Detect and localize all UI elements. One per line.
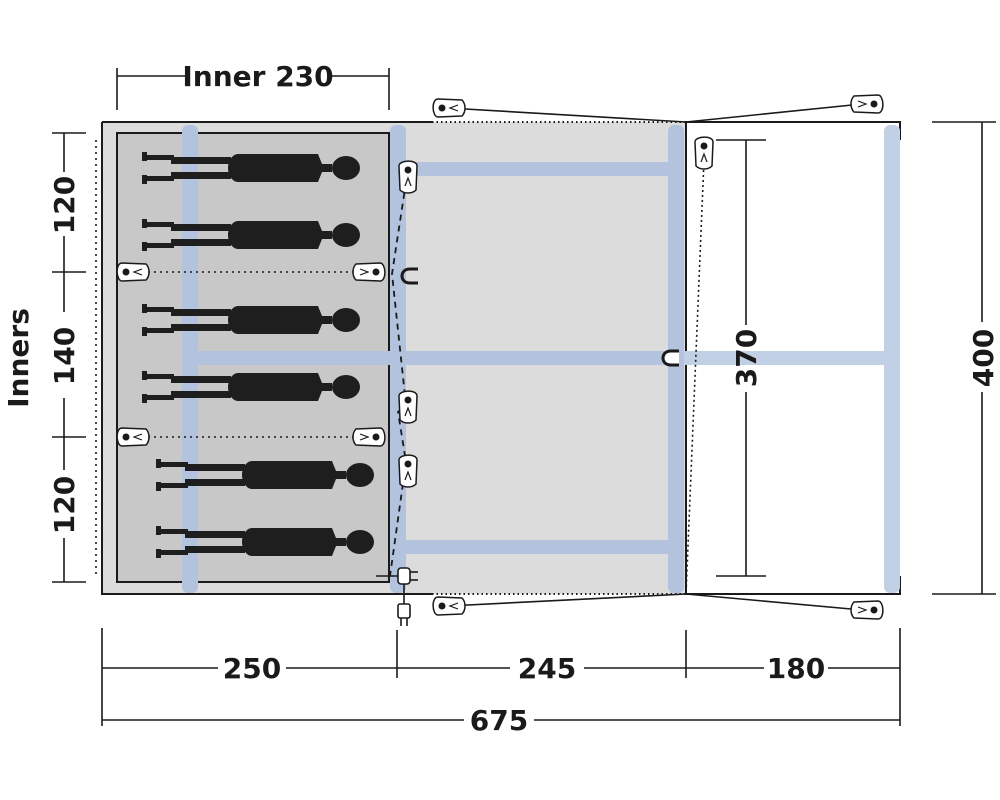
- peg-icon: [352, 427, 386, 447]
- peg-icon: [398, 390, 418, 424]
- total-depth-label: 400: [967, 329, 1000, 387]
- inner-door-zip: [389, 181, 407, 577]
- dimension-inner-width: Inner 230: [116, 60, 390, 110]
- dimension-total-depth: 400: [932, 121, 1000, 595]
- inner-middle-label: 140: [48, 327, 81, 385]
- dimension-sections: 250 245 180: [101, 628, 901, 726]
- guy-line-bottom-right: [685, 593, 863, 611]
- living-length-label: 245: [518, 652, 576, 685]
- peg-icon: [116, 262, 150, 282]
- guy-line-porch: [685, 159, 705, 595]
- magnet-icon: [400, 267, 418, 285]
- inner-depth-label: 370: [730, 329, 763, 387]
- beam-porch: [884, 125, 900, 593]
- inners-label: Inners: [2, 308, 35, 408]
- guy-line-bottom-left: [447, 593, 687, 607]
- power-plug-icon: [376, 567, 418, 626]
- cross-beam-upper: [406, 162, 668, 176]
- peg-icon: [352, 262, 386, 282]
- peg-icon: [398, 454, 418, 488]
- bedroom-length-label: 250: [223, 652, 281, 685]
- peg-icon: [432, 98, 466, 118]
- cross-beam-porch: [684, 351, 884, 365]
- dimension-inner-depth: 370: [716, 139, 766, 577]
- peg-icon: [850, 94, 884, 114]
- peg-icon: [116, 427, 150, 447]
- cross-beam-middle: [198, 351, 668, 365]
- guy-line-top-right: [685, 103, 863, 123]
- peg-icon: [398, 160, 418, 194]
- peg-icon: [694, 136, 714, 170]
- peg-icon: [850, 600, 884, 620]
- dimension-inner-compartments: 120 140 120 Inners: [2, 132, 86, 583]
- porch-length-label: 180: [767, 652, 825, 685]
- cross-beam-lower: [406, 540, 668, 554]
- beam-bedroom: [182, 125, 198, 593]
- peg-icon: [432, 596, 466, 616]
- guy-line-top-left: [447, 107, 687, 123]
- total-length-label: 675: [470, 704, 528, 737]
- inner-top-label: 120: [48, 176, 81, 234]
- inner-bottom-label: 120: [48, 476, 81, 534]
- inner-width-label: Inner 230: [182, 60, 333, 93]
- dimension-total-length: 675: [102, 704, 900, 737]
- magnet-icon: [661, 349, 679, 367]
